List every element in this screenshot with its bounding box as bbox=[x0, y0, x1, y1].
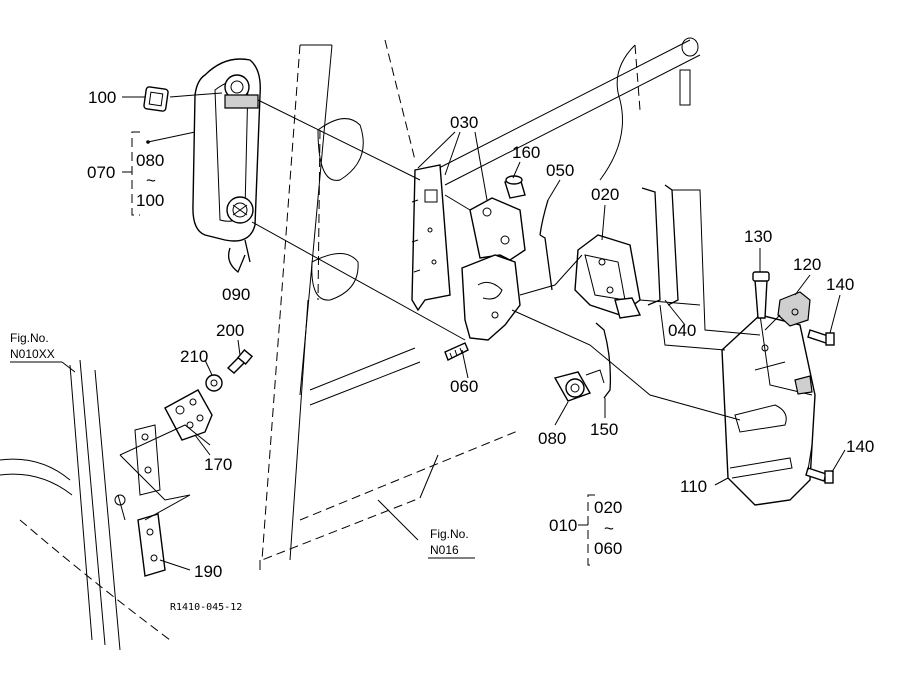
door-frame bbox=[259, 37, 701, 570]
part-210-washer bbox=[205, 374, 223, 392]
part-030-latch-base bbox=[461, 197, 526, 341]
part-080-key-cylinder bbox=[553, 369, 605, 402]
callout-170: 170 bbox=[204, 455, 232, 474]
drawing-code: R1410-045-12 bbox=[170, 602, 242, 613]
part-110-cover bbox=[721, 314, 816, 506]
part-190-shim bbox=[137, 513, 166, 577]
callout-140-top: 140 bbox=[826, 275, 854, 294]
leader-lines bbox=[10, 92, 846, 571]
fig-ref-center-label: Fig.No. bbox=[430, 527, 469, 541]
callout-200: 200 bbox=[216, 321, 244, 340]
fig-ref-left-number: N010XX bbox=[10, 347, 55, 361]
callout-160: 160 bbox=[512, 143, 540, 162]
part-070-inner-handle bbox=[192, 58, 261, 242]
callout-110: 110 bbox=[680, 477, 707, 496]
callout-080-range-start: 080 bbox=[136, 151, 164, 170]
part-150-rod bbox=[595, 322, 612, 399]
range-tilde-left: ~ bbox=[146, 171, 156, 190]
callout-070: 070 bbox=[87, 163, 115, 182]
callout-210: 210 bbox=[180, 347, 208, 366]
fig-ref-left-label: Fig.No. bbox=[10, 331, 49, 345]
part-090-clip bbox=[227, 239, 251, 274]
callout-060-range-end: 060 bbox=[594, 539, 622, 558]
part-040-links bbox=[641, 184, 679, 306]
callout-090: 090 bbox=[222, 285, 250, 304]
part-100-square-bushing bbox=[143, 86, 169, 112]
left-cab-frame bbox=[0, 359, 171, 651]
range-tilde-right: ~ bbox=[604, 519, 614, 538]
callout-060: 060 bbox=[450, 377, 478, 396]
part-170-striker bbox=[164, 389, 213, 441]
callout-labels: 100 070 080 ~ 100 090 030 160 050 020 13… bbox=[87, 88, 874, 581]
callout-120: 120 bbox=[793, 255, 821, 274]
callout-020-range-start: 020 bbox=[594, 498, 622, 517]
callout-040: 040 bbox=[668, 321, 696, 340]
bracket-010 bbox=[578, 494, 595, 566]
part-060-screw bbox=[444, 342, 469, 361]
part-130-bolt bbox=[752, 271, 770, 319]
callout-020: 020 bbox=[591, 185, 619, 204]
part-030-plate bbox=[411, 164, 451, 312]
part-120-bracket bbox=[777, 291, 811, 327]
fig-ref-center-number: N016 bbox=[430, 543, 459, 557]
callout-100: 100 bbox=[88, 88, 116, 107]
part-020-latch bbox=[574, 234, 642, 319]
callout-130: 130 bbox=[744, 227, 772, 246]
callout-190: 190 bbox=[194, 562, 222, 581]
figure-references: Fig.No. N010XX Fig.No. N016 bbox=[10, 331, 469, 557]
callout-010: 010 bbox=[549, 516, 577, 535]
callout-080: 080 bbox=[538, 429, 566, 448]
bracket-070 bbox=[122, 131, 140, 216]
callout-050: 050 bbox=[546, 161, 574, 180]
callout-150: 150 bbox=[590, 420, 618, 439]
callout-140-bottom: 140 bbox=[846, 437, 874, 456]
part-140-screw-bottom bbox=[805, 467, 834, 484]
part-200-screw bbox=[226, 348, 254, 374]
part-160-knob bbox=[504, 175, 526, 199]
part-050-rod bbox=[539, 199, 553, 291]
callout-030: 030 bbox=[450, 113, 478, 132]
callout-100-range-end: 100 bbox=[136, 191, 164, 210]
